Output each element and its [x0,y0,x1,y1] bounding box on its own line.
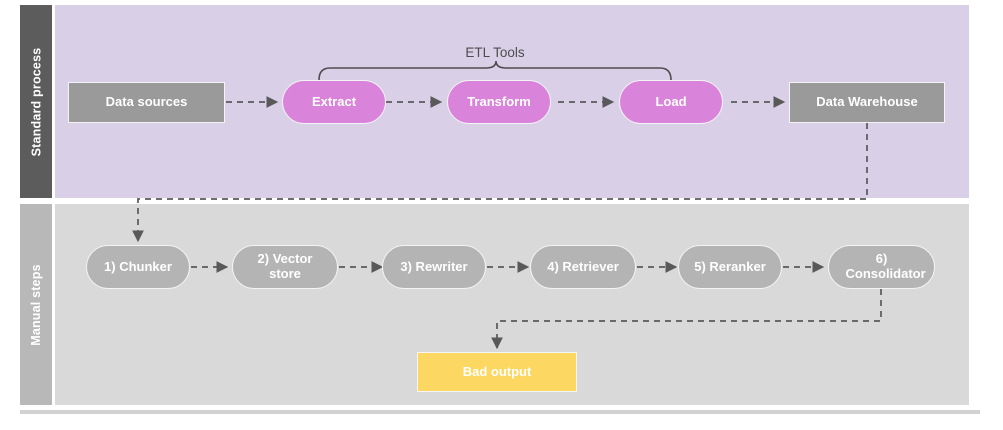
node-label-data-warehouse: Data Warehouse [816,94,918,110]
etl-tools-label: ETL Tools [465,45,525,60]
node-label-transform: Transform [467,93,531,109]
node-label-retriever: 4) Retriever [547,258,619,274]
node-vector-store[interactable]: 2) Vector store [232,245,338,289]
node-label-data-sources: Data sources [105,94,188,110]
node-extract[interactable]: Extract [282,80,386,124]
lane-label-standard-process: Standard process [29,47,44,156]
node-label-rewriter: 3) Rewriter [400,258,468,274]
node-label-vector-store: 2) Vector store [257,251,313,281]
node-reranker[interactable]: 5) Reranker [678,245,782,289]
node-load[interactable]: Load [619,80,723,124]
bottom-divider [20,410,980,414]
lane-header-manual-steps: Manual steps [20,204,52,405]
node-label-bad-output: Bad output [462,363,532,379]
node-chunker[interactable]: 1) Chunker [86,245,190,289]
lane-label-manual-steps: Manual steps [29,263,43,346]
node-label-reranker: 5) Reranker [694,258,766,274]
node-data-warehouse[interactable]: Data Warehouse [789,82,945,123]
node-rewriter[interactable]: 3) Rewriter [382,245,486,289]
node-data-sources[interactable]: Data sources [68,82,225,123]
node-bad-output[interactable]: Bad output [417,352,577,392]
node-label-chunker: 1) Chunker [104,258,172,274]
node-label-extract: Extract [311,93,357,109]
node-consolidator[interactable]: 6) Consolidator [828,245,935,289]
node-transform[interactable]: Transform [447,80,551,124]
node-label-consolidator: 6) Consolidator [845,251,926,281]
lane-header-standard-process: Standard process [20,5,52,198]
node-label-load: Load [655,93,687,109]
node-retriever[interactable]: 4) Retriever [530,245,636,289]
